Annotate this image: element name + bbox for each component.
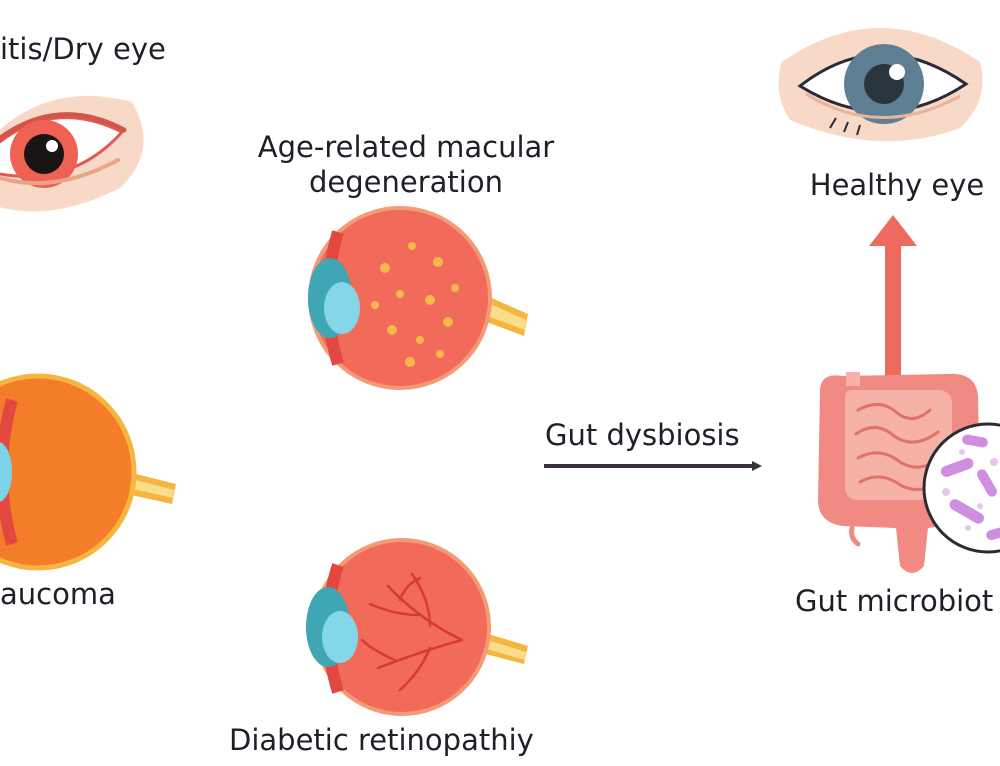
healthy-eye-icon (778, 28, 983, 142)
label-healthy-eye: Healthy eye (809, 168, 985, 202)
microbiota-magnifier-icon (922, 422, 1000, 554)
label-amd: Age-related macular degeneration (257, 130, 555, 199)
label-glaucoma: aucoma (0, 577, 116, 611)
label-diabetic-retinopathy: Diabetic retinopathiy (229, 723, 534, 757)
red-eye-icon (0, 96, 144, 212)
up-arrow (869, 215, 917, 376)
glaucoma-eyeball-icon (0, 373, 176, 571)
label-dry-eye: itis/Dry eye (0, 32, 166, 66)
diabetic-retinopathy-eyeball-icon (306, 538, 528, 716)
label-gut-microbiota: Gut microbiot (795, 584, 994, 618)
label-gut-dysbiosis: Gut dysbiosis (545, 418, 740, 452)
amd-eyeball-icon (308, 206, 528, 390)
